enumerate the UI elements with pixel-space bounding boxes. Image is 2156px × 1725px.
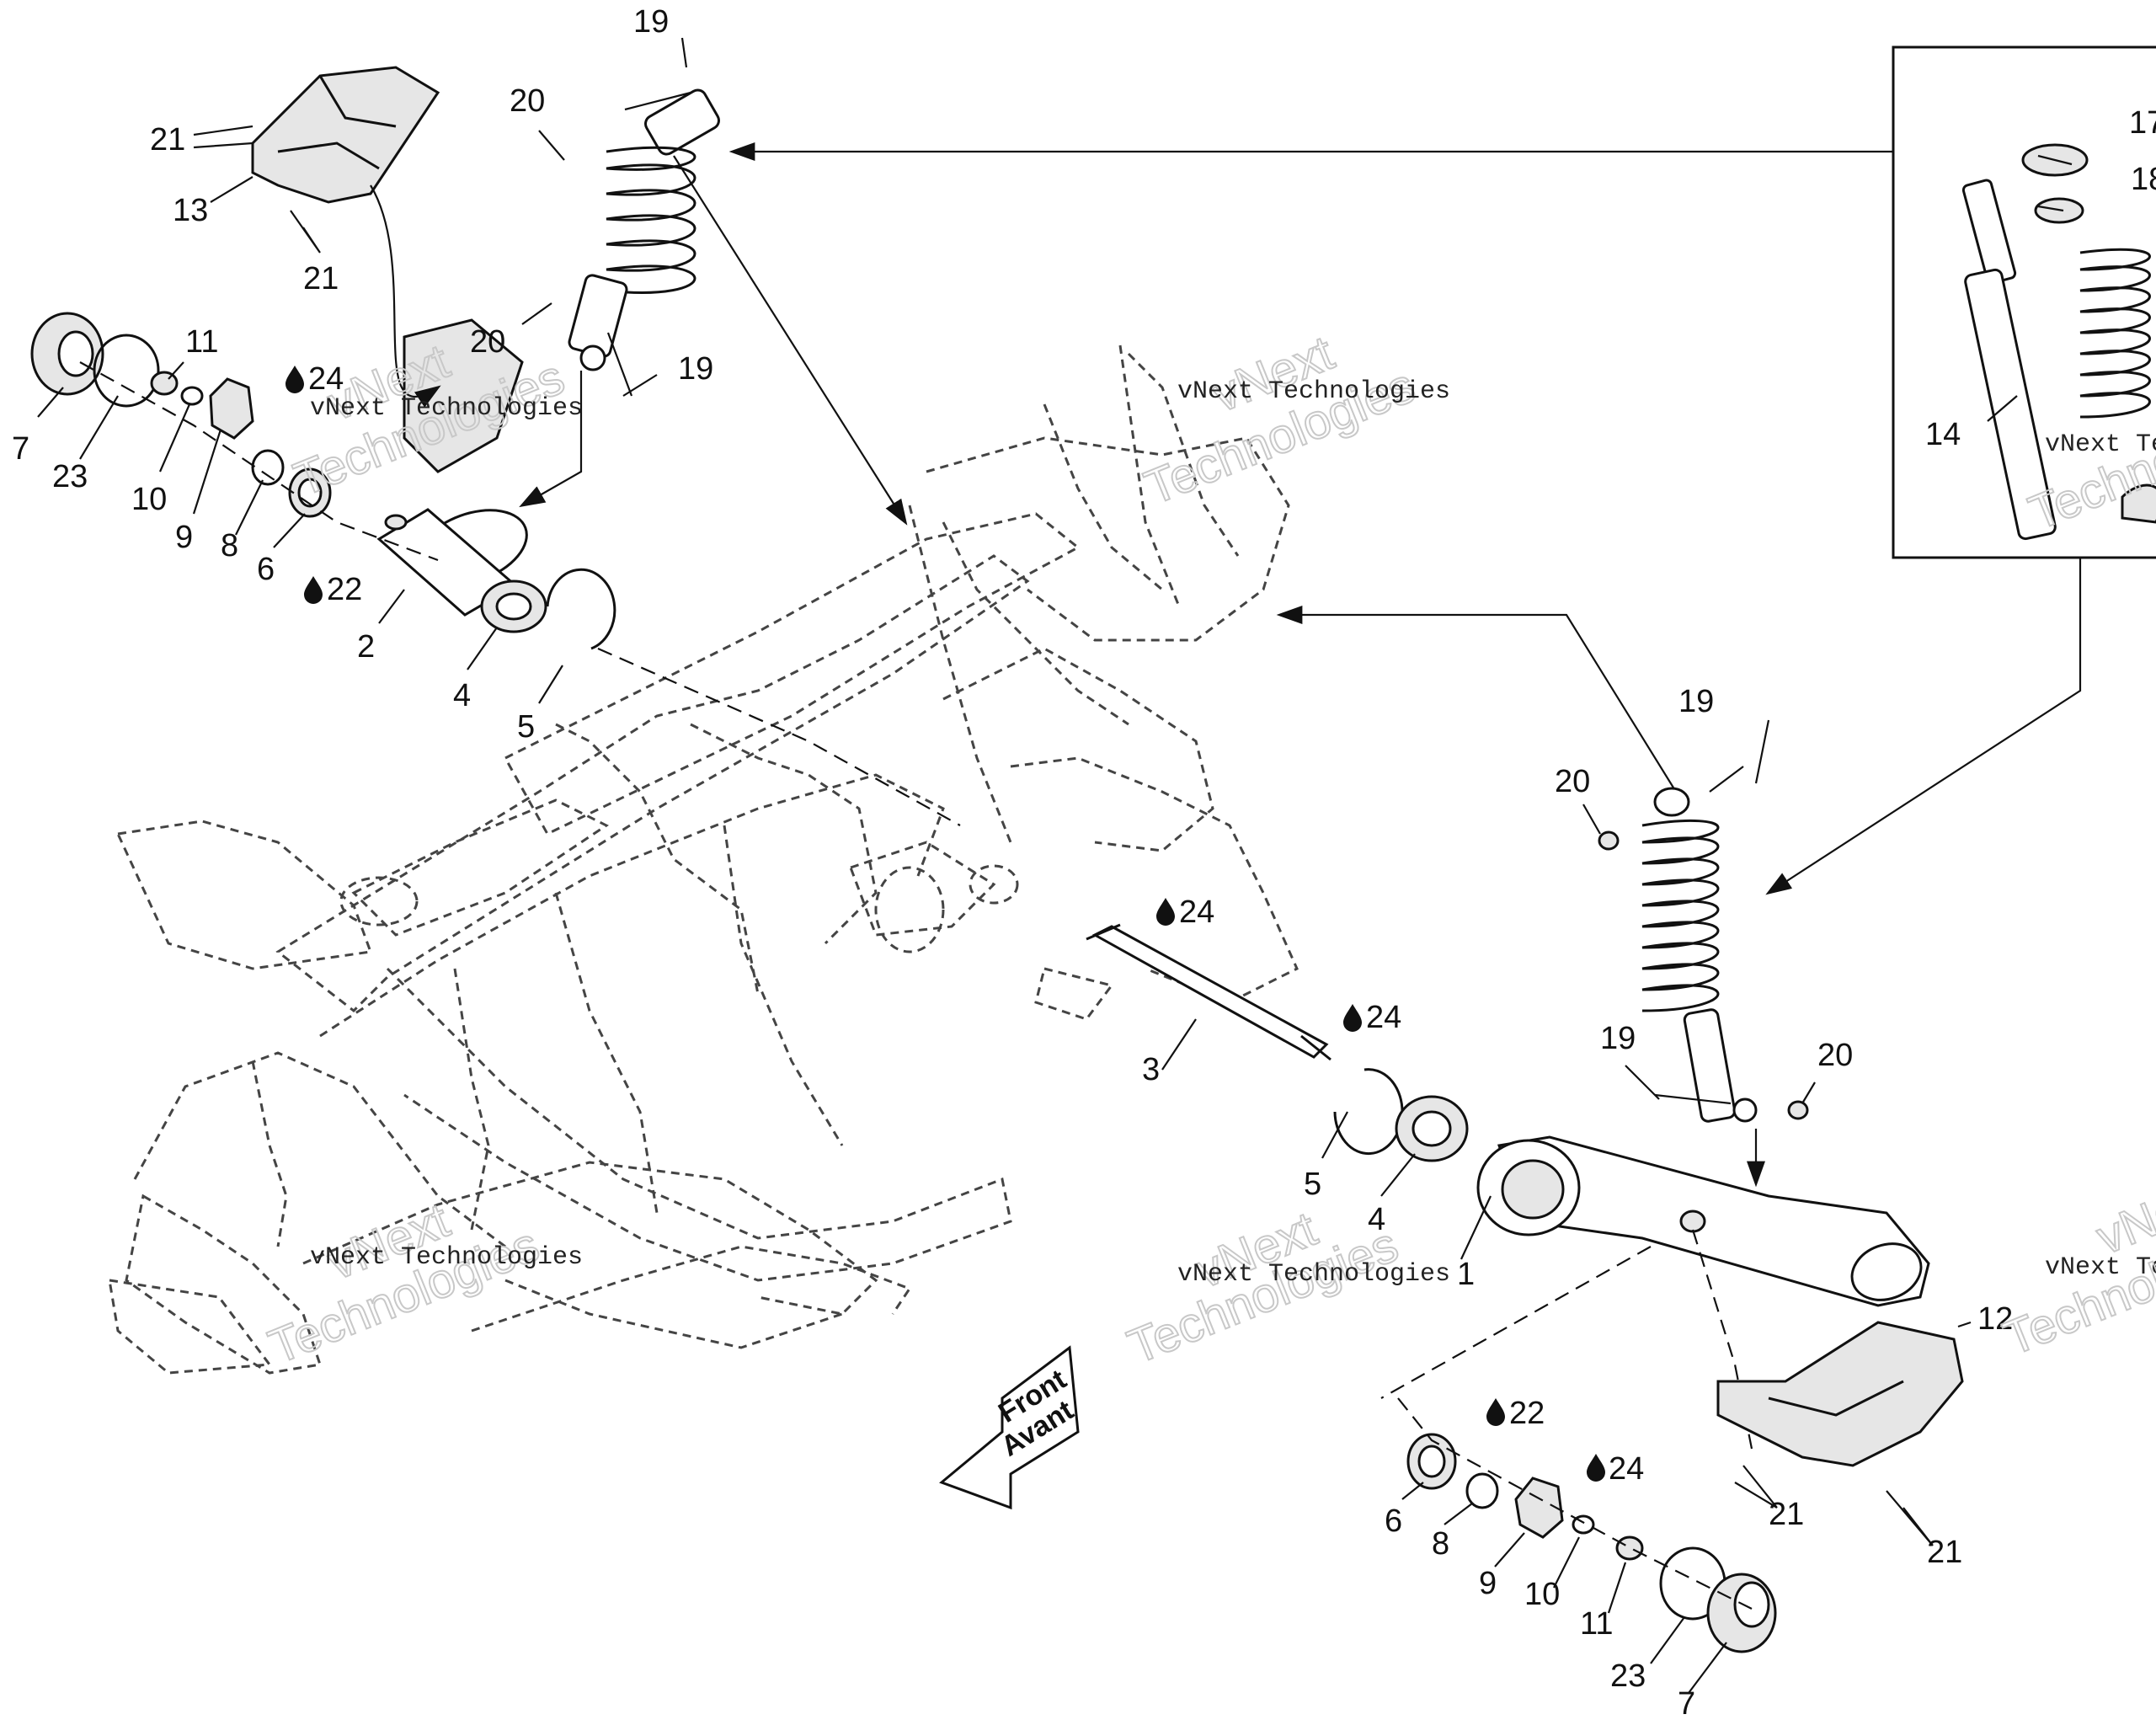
callout-20: 20 (470, 324, 505, 360)
callout-5: 5 (1304, 1167, 1321, 1202)
pivot-shaft-and-swing-arm (1086, 923, 1930, 1450)
inset-detail-box (1892, 45, 2156, 559)
callout-22: 22 (1509, 1396, 1545, 1431)
callout-7: 7 (1678, 1686, 1695, 1722)
callout-3: 3 (1142, 1052, 1160, 1087)
watermark: vNext Technologies vNext Technologies (1137, 324, 1451, 516)
callout-24: 24 (1366, 1000, 1401, 1035)
callout-17: 17 (2129, 105, 2156, 141)
watermark: vNext Technologies vNext Technologies (261, 1192, 584, 1375)
callout-1: 1 (1457, 1257, 1475, 1292)
callout-9: 9 (1479, 1566, 1497, 1601)
callout-20: 20 (1555, 764, 1590, 799)
vehicle-frame (108, 344, 1299, 1375)
callout-23: 23 (52, 459, 88, 494)
callout-24: 24 (308, 361, 344, 397)
callout-20: 20 (510, 83, 545, 119)
callout-10: 10 (131, 482, 167, 517)
callout-21: 21 (150, 122, 185, 158)
upper-shock-absorber (568, 88, 720, 397)
callout-2: 2 (357, 629, 375, 665)
callout-4: 4 (453, 678, 471, 713)
callout-8: 8 (221, 528, 238, 563)
watermark: vNext Technologies vNext Technologies (286, 333, 584, 508)
callout-4: 4 (1368, 1202, 1385, 1237)
oil-drop-icon (1343, 1004, 1362, 1032)
callout-19: 19 (678, 351, 713, 387)
oil-drop-icon (304, 576, 323, 604)
callout-6: 6 (1385, 1503, 1402, 1539)
callout-24: 24 (1179, 895, 1214, 930)
oil-drop-icon (1587, 1454, 1605, 1482)
watermark: vNext Technologies vNext Technologies (1120, 1200, 1451, 1375)
callout-11: 11 (1580, 1606, 1613, 1642)
right-hub-assembly (1397, 1321, 1964, 1653)
lower-shock-absorber (1598, 766, 1809, 1123)
callout-18: 18 (2131, 162, 2156, 197)
watermark-company: vNext Technologies (310, 1243, 583, 1272)
watermark-company: vNext Technologies (2045, 430, 2156, 459)
callout-20: 20 (1817, 1038, 1853, 1073)
callout-8: 8 (1432, 1526, 1449, 1562)
callout-19: 19 (1678, 684, 1714, 719)
callout-5: 5 (517, 709, 535, 745)
callout-6: 6 (257, 552, 275, 587)
oil-drop-icon (1486, 1398, 1505, 1426)
watermark-company: vNext Technologies (1177, 377, 1450, 406)
oil-drop-icon (1156, 898, 1175, 926)
callout-9: 9 (175, 520, 193, 555)
callout-19: 19 (633, 4, 669, 40)
callout-13: 13 (173, 193, 208, 228)
watermark-company: vNext Technologies (1177, 1260, 1450, 1289)
callout-12: 12 (1977, 1301, 2013, 1337)
oil-drop-icon (286, 366, 304, 393)
callout-11: 11 (185, 324, 218, 360)
callout-10: 10 (1524, 1577, 1560, 1612)
callout-21: 21 (1927, 1535, 1962, 1570)
callout-21: 21 (1769, 1497, 1804, 1532)
callout-labels: 19 20 21 13 21 11 7 23 10 9 8 6 24 22 20… (12, 4, 2156, 1722)
left-arm-assembly (30, 66, 961, 826)
callout-7: 7 (12, 431, 29, 467)
callout-14: 14 (1925, 417, 1961, 452)
watermark: vNext Technologies vNext Technologies (1996, 1167, 2156, 1367)
callout-23: 23 (1610, 1658, 1646, 1694)
watermark-company: vNext Technologies (2045, 1253, 2156, 1282)
watermark-company: vNext Technologies (310, 394, 583, 423)
callout-22: 22 (327, 572, 362, 607)
leader-lines (37, 37, 2073, 1694)
callout-21: 21 (303, 261, 339, 296)
watermark-brand: vNext (2089, 1167, 2156, 1265)
callout-24: 24 (1609, 1451, 1644, 1487)
front-direction-arrow: Front Avant (939, 1345, 1080, 1510)
callout-19: 19 (1600, 1021, 1636, 1056)
